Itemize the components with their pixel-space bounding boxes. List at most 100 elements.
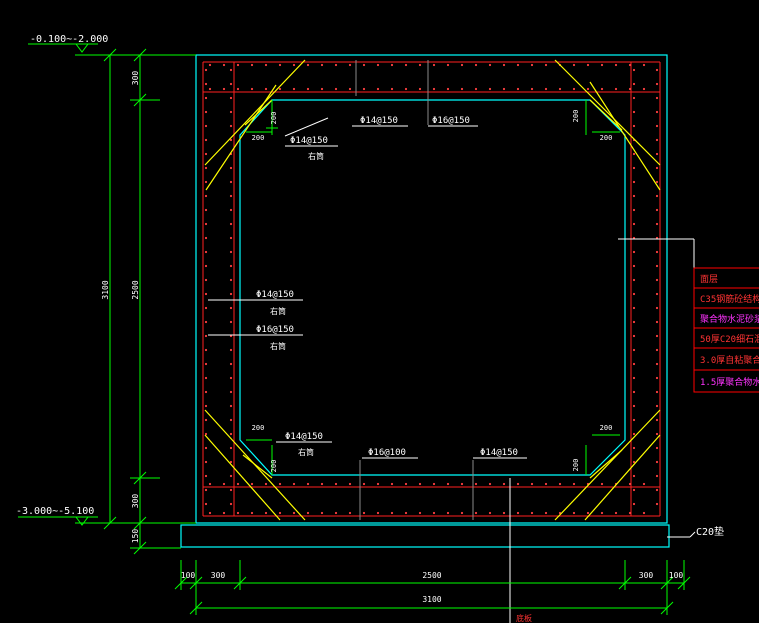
rebar-dot (460, 87, 464, 91)
rebar-dot (474, 87, 478, 91)
structure-outline (180, 54, 670, 548)
rebar-dot (516, 482, 520, 486)
bottom-dimension-chain (174, 560, 691, 615)
rebar-dot (348, 511, 352, 515)
rebar-top-2: Φ16@150 (432, 116, 470, 126)
rebar-dot (516, 63, 520, 67)
rebar-dot (516, 511, 520, 515)
rebar-dot (264, 482, 268, 486)
rebar-dot (655, 418, 659, 422)
rebar-dot (558, 87, 562, 91)
rebar-dot (348, 63, 352, 67)
rebar-dot (306, 63, 310, 67)
rebar-dot (222, 511, 226, 515)
rebar-dot (264, 63, 268, 67)
rebar-dot (204, 460, 208, 464)
rebar-dot (390, 482, 394, 486)
rebar-dot (204, 278, 208, 282)
rebar-dot (362, 511, 366, 515)
rebar-dot (632, 348, 636, 352)
rebar-dot (320, 63, 324, 67)
rebar-dot (229, 474, 233, 478)
rebar-dot (208, 482, 212, 486)
rebar-dot (204, 194, 208, 198)
rebar-dot (229, 362, 233, 366)
rebar-dot (320, 87, 324, 91)
rebar-dot (655, 208, 659, 212)
rebar-dot (655, 110, 659, 114)
rebar-dot (544, 87, 548, 91)
rebar-dot (204, 502, 208, 506)
rebar-dot (600, 482, 604, 486)
rebar-dot (376, 63, 380, 67)
rebar-dot (632, 250, 636, 254)
rebar-dot (655, 404, 659, 408)
rebar-dot (632, 488, 636, 492)
rebar-dot (632, 208, 636, 212)
rebar-dot (502, 63, 506, 67)
rebar-dot (229, 96, 233, 100)
rebar-dot (229, 124, 233, 128)
rebar-dot (516, 87, 520, 91)
rebar-dot (208, 511, 212, 515)
rebar-dot (632, 194, 636, 198)
rebar-dot (530, 87, 534, 91)
rebar-dot (628, 482, 632, 486)
rebar-dot (229, 264, 233, 268)
rebar-dot (632, 292, 636, 296)
elevation-top: -0.100~-2.000 (30, 34, 108, 45)
rebar-left-2-note: 右筒 (270, 341, 286, 351)
rebar-dot (544, 482, 548, 486)
rebar-lines (202, 61, 661, 517)
dim-left-wall: 300 (211, 571, 226, 580)
rebar-dot (204, 138, 208, 142)
rebar-dot (204, 292, 208, 296)
rebar-dot (558, 482, 562, 486)
rebar-dot (632, 180, 636, 184)
rebar-dot (204, 166, 208, 170)
rebar-dot (655, 82, 659, 86)
rebar-dot (278, 63, 282, 67)
layer-0: 面层 (700, 274, 718, 285)
distribution-bars (355, 60, 474, 520)
dim-clear-width: 2500 (422, 571, 441, 580)
rebar-dot (572, 63, 576, 67)
rebar-dot (390, 511, 394, 515)
rebar-dot (632, 152, 636, 156)
rebar-dot (488, 87, 492, 91)
rebar-dot (390, 87, 394, 91)
rebar-dot (278, 87, 282, 91)
rebar-left-1: Φ14@150 (256, 290, 294, 300)
rebar-dot (208, 63, 212, 67)
rebar-dot (204, 152, 208, 156)
rebar-dot (229, 68, 233, 72)
rebar-dot (655, 390, 659, 394)
rebar-dot (278, 482, 282, 486)
rebar-dot (655, 474, 659, 478)
rebar-dot (655, 96, 659, 100)
rebar-dot (236, 87, 240, 91)
rebar-dot (460, 482, 464, 486)
rebar-dot (306, 482, 310, 486)
rebar-dot (320, 482, 324, 486)
layer-5: 1.5厚聚合物水泥基 (700, 376, 759, 388)
rebar-dot (418, 63, 422, 67)
rebar-dot (348, 87, 352, 91)
rebar-dot (632, 124, 636, 128)
rebar-dot (460, 63, 464, 67)
rebar-texts: Φ14@150 右筒 Φ14@150 Φ16@150 Φ14@150 右筒 Φ1… (256, 116, 518, 458)
dim-bottom-slab: 300 (131, 494, 140, 509)
dim-right-cover: 100 (669, 571, 684, 580)
rebar-dot (236, 63, 240, 67)
rebar-dot (572, 482, 576, 486)
rebar-dot (229, 236, 233, 240)
rebar-dot (655, 488, 659, 492)
rebar-dot (446, 87, 450, 91)
rebar-dot (204, 348, 208, 352)
rebar-dot (632, 502, 636, 506)
rebar-dot (655, 460, 659, 464)
rebar-dot (655, 278, 659, 282)
rebar-dot (204, 68, 208, 72)
left-dim-texts: 3100 300 2500 300 150 (101, 71, 140, 544)
